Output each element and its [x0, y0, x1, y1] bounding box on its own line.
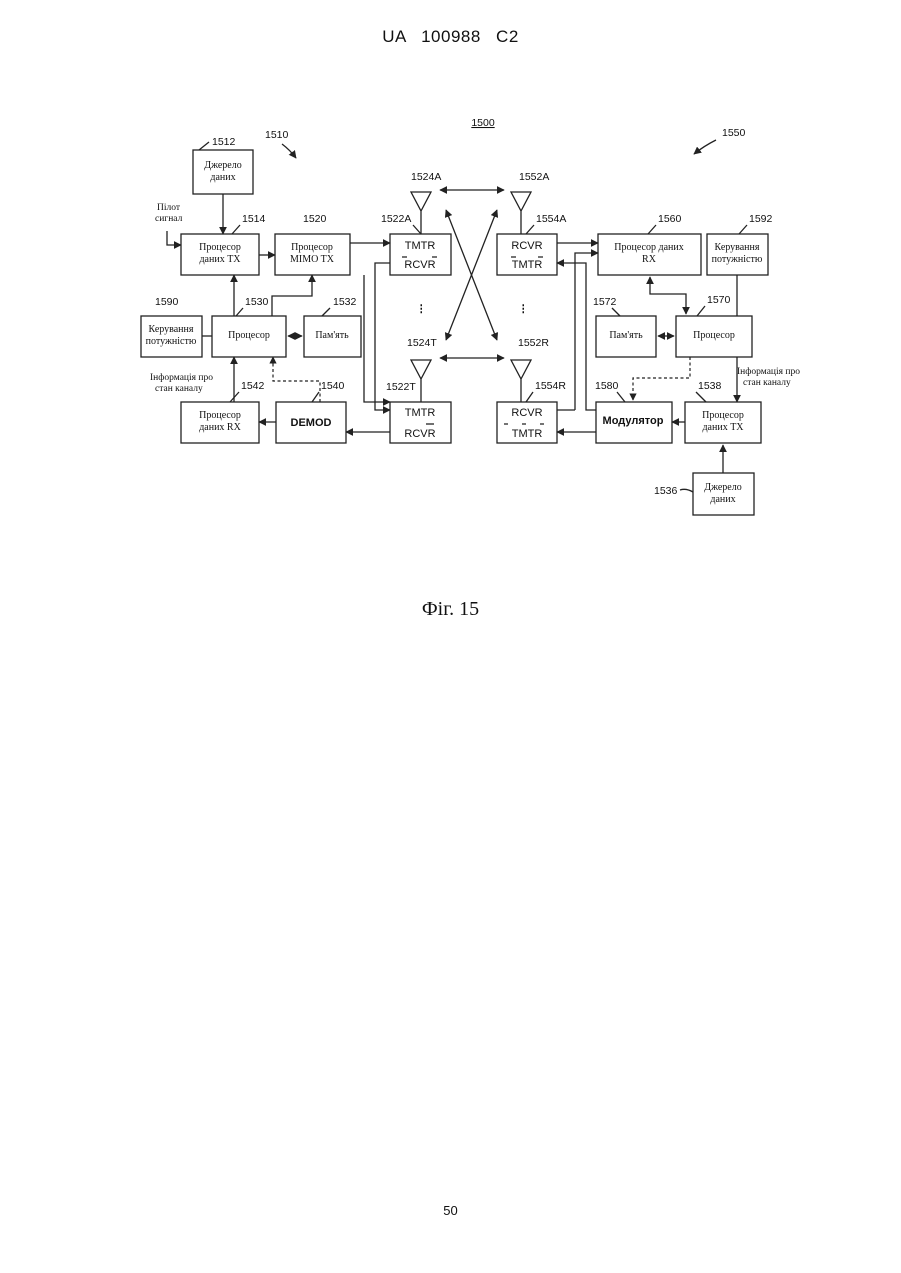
svg-text:RCVR: RCVR — [511, 240, 542, 252]
svg-text:даних TX: даних TX — [702, 422, 744, 433]
svg-text:Процесор: Процесор — [228, 330, 270, 341]
svg-text:сигнал: сигнал — [155, 214, 183, 224]
svg-text:TMTR: TMTR — [512, 259, 543, 271]
svg-text:1530: 1530 — [245, 296, 269, 308]
svg-text:Модулятор: Модулятор — [603, 415, 664, 427]
csi-label-left: Інформація про — [150, 372, 213, 383]
block-diagram: 1500 1510 1550 Джерело даних 1512 Пілот … — [0, 0, 901, 560]
svg-text:Процесор: Процесор — [199, 410, 241, 421]
pilot-label: Пілот — [157, 203, 181, 213]
svg-text:стан каналу: стан каналу — [743, 378, 791, 388]
svg-text:Процесор: Процесор — [199, 242, 241, 253]
antenna-1552a — [511, 192, 531, 234]
right-system-ref: 1550 — [722, 127, 746, 139]
svg-text:TMTR: TMTR — [512, 428, 543, 440]
svg-text:1540: 1540 — [321, 380, 345, 392]
svg-text:TMTR: TMTR — [405, 240, 436, 252]
svg-text:RCVR: RCVR — [404, 428, 435, 440]
svg-text:потужністю: потужністю — [712, 254, 763, 265]
svg-text:TMTR: TMTR — [405, 407, 436, 419]
antenna-1524a — [411, 192, 431, 234]
svg-text:1552A: 1552A — [519, 171, 549, 183]
svg-text:1522T: 1522T — [386, 381, 416, 393]
svg-text:⋮: ⋮ — [416, 303, 427, 315]
svg-text:1524T: 1524T — [407, 337, 437, 349]
svg-text:1572: 1572 — [593, 296, 617, 308]
svg-text:RCVR: RCVR — [511, 407, 542, 419]
svg-text:1560: 1560 — [658, 213, 682, 225]
svg-text:Процесор: Процесор — [693, 330, 735, 341]
svg-text:Процесор даних: Процесор даних — [614, 242, 683, 253]
svg-text:1542: 1542 — [241, 380, 265, 392]
svg-text:RX: RX — [642, 254, 657, 265]
svg-text:даних TX: даних TX — [199, 254, 241, 265]
svg-text:1532: 1532 — [333, 296, 357, 308]
svg-text:1590: 1590 — [155, 296, 179, 308]
svg-text:1524A: 1524A — [411, 171, 441, 183]
svg-text:1512: 1512 — [212, 136, 236, 148]
left-system-ref: 1510 — [265, 129, 289, 141]
antenna-1552r — [511, 360, 531, 402]
svg-text:1554R: 1554R — [535, 380, 566, 392]
svg-text:RCVR: RCVR — [404, 259, 435, 271]
svg-text:⋮: ⋮ — [518, 303, 529, 315]
svg-text:1592: 1592 — [749, 213, 773, 225]
figure-caption: Фіг. 15 — [0, 598, 901, 621]
svg-text:даних: даних — [210, 172, 235, 183]
svg-text:стан каналу: стан каналу — [155, 384, 203, 394]
svg-text:потужністю: потужністю — [146, 336, 197, 347]
svg-text:Джерело: Джерело — [704, 482, 741, 493]
svg-text:1538: 1538 — [698, 380, 722, 392]
svg-text:1570: 1570 — [707, 294, 731, 306]
svg-text:1536: 1536 — [654, 485, 678, 497]
svg-text:1554A: 1554A — [536, 213, 566, 225]
system-ref: 1500 — [471, 117, 495, 129]
svg-text:Процесор: Процесор — [291, 242, 333, 253]
svg-text:1514: 1514 — [242, 213, 266, 225]
svg-text:DEMOD: DEMOD — [291, 417, 332, 429]
svg-text:даних RX: даних RX — [199, 422, 241, 433]
page-number: 50 — [0, 1203, 901, 1218]
svg-text:1522A: 1522A — [381, 213, 411, 225]
svg-text:MIMO TX: MIMO TX — [290, 254, 335, 265]
svg-text:Керування: Керування — [715, 242, 760, 253]
svg-text:Керування: Керування — [149, 324, 194, 335]
svg-text:Процесор: Процесор — [702, 410, 744, 421]
csi-label-right: Інформація про — [737, 366, 800, 377]
svg-text:1520: 1520 — [303, 213, 327, 225]
svg-text:даних: даних — [710, 494, 735, 505]
svg-text:Пам'ять: Пам'ять — [315, 330, 349, 341]
svg-text:1552R: 1552R — [518, 337, 549, 349]
svg-text:1580: 1580 — [595, 380, 619, 392]
svg-text:Джерело: Джерело — [204, 160, 241, 171]
svg-text:Пам'ять: Пам'ять — [609, 330, 643, 341]
